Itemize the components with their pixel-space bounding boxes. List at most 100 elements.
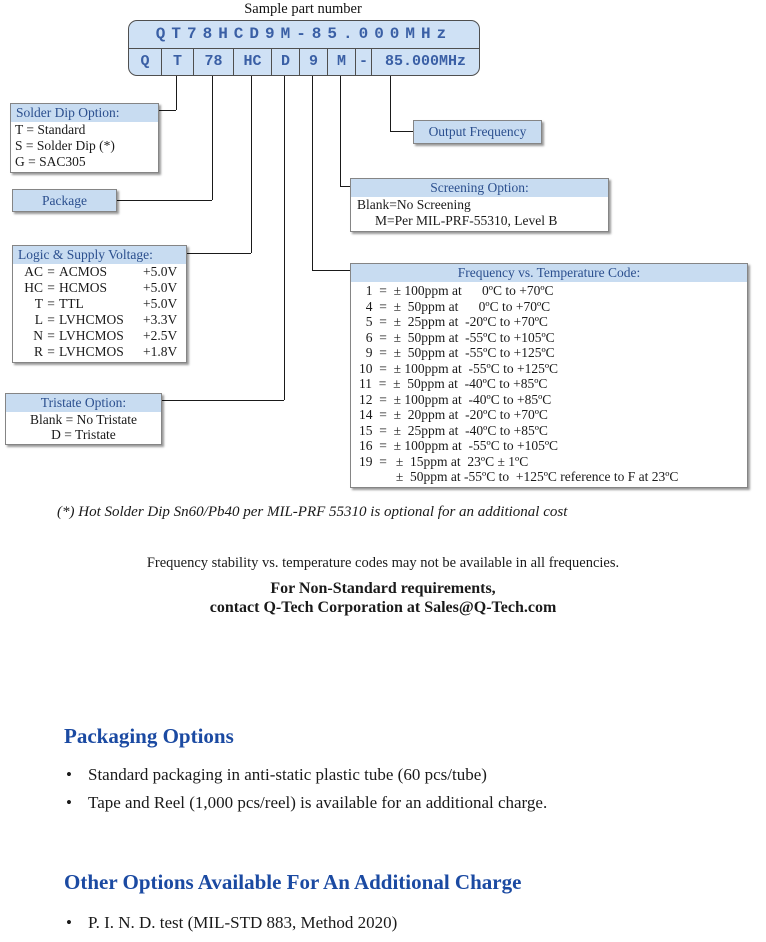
freq-temp-row: 12 = ± 100ppm at -40ºC to +85ºC [359, 391, 552, 407]
logic-code: T [34, 296, 43, 311]
freq-temp-row: 10 = ± 100ppm at -55ºC to +125ºC [359, 360, 559, 376]
segment-9: 9 [299, 49, 327, 75]
logic-supply-row: R=LVHCMOS+1.8V [13, 344, 186, 360]
tristate-line: D = Tristate [51, 427, 116, 442]
freq-row19-line1: ± 15ppm at 23ºC ± 1ºC [395, 453, 529, 469]
freq-temp-row: 16 = ± 100ppm at -55ºC to +105ºC [359, 438, 559, 453]
logic-name: LVHCMOS [59, 344, 124, 359]
segment-d: D [271, 49, 299, 75]
solder-dip-line: G = SAC305 [15, 154, 86, 169]
bullet-icon: • [66, 913, 72, 932]
logic-voltage: +5.0V [143, 264, 178, 279]
screening-line: M=Per MIL-PRF-55310, Level B [375, 213, 558, 228]
segment-frequency: 85.000MHz [371, 49, 479, 75]
freq-temp-row-19: 19 = ± 15ppm at 23ºC ± 1ºC ± 50ppm at -5… [359, 454, 743, 485]
connector-9-horizontal [312, 270, 350, 271]
freq-row19-code: 19 = [359, 453, 387, 469]
connector-m-vertical [340, 76, 341, 186]
sample-part-number-title: Sample part number [244, 1, 362, 17]
part-number-full: QT78HCD9M-85.000MHz [129, 21, 479, 49]
solder-dip-line: S = Solder Dip (*) [15, 138, 115, 153]
connector-78-horizontal [115, 200, 212, 201]
tristate-line: Blank = No Tristate [30, 412, 137, 427]
freq-temp-row: 11 = ± 50ppm at -40ºC to +85ºC [359, 376, 548, 391]
connector-d-vertical [284, 76, 285, 400]
output-frequency-box: Output Frequency [413, 120, 542, 144]
package-box: Package [12, 189, 117, 212]
logic-name: HCMOS [59, 280, 108, 295]
freq-temp-code-title: Frequency vs. Temperature Code: [351, 264, 747, 282]
logic-code: L [34, 312, 43, 327]
logic-code: N [33, 328, 43, 343]
equals-sign: = [47, 296, 55, 311]
logic-supply-row: AC=ACMOS+5.0V [13, 264, 186, 280]
packaging-bullet-2: • Tape and Reel (1,000 pcs/reel) is avai… [66, 793, 547, 813]
logic-voltage: +5.0V [143, 280, 178, 295]
connector-9-vertical [312, 76, 313, 270]
logic-code: AC [24, 264, 43, 279]
packaging-bullet-2-text: Tape and Reel (1,000 pcs/reel) is availa… [88, 793, 548, 812]
other-options-bullet-1: • P. I. N. D. test (MIL-STD 883, Method … [66, 913, 397, 933]
nonstandard-note-line1: For Non-Standard requirements, [270, 580, 496, 597]
screening-option-title: Screening Option: [351, 179, 608, 197]
connector-78-vertical [212, 76, 213, 200]
freq-temp-row: 5 = ± 25ppm at -20ºC to +70ºC [359, 314, 548, 329]
connector-t-horizontal [157, 110, 176, 111]
packaging-options-heading: Packaging Options [64, 724, 234, 748]
other-options-heading: Other Options Available For An Additiona… [64, 870, 522, 894]
logic-supply-row: L = LVHCMOS +3.3V [13, 312, 186, 328]
tristate-option-box: Tristate Option: Blank = No Tristate D =… [5, 393, 162, 445]
freq-temp-row: 4 = ± 50ppm at 0ºC to +70ºC [359, 298, 551, 314]
availability-note: Frequency stability vs. temperature code… [146, 555, 620, 571]
freq-temp-row: 6 = ± 50ppm at -55ºC to +105ºC [359, 329, 555, 345]
bullet-icon: • [66, 765, 72, 784]
connector-t-vertical [176, 76, 177, 110]
logic-supply-row: N = LVHCMOS +2.5V [13, 328, 186, 344]
connector-m-horizontal [340, 186, 350, 187]
logic-supply-row: HC = HCMOS +5.0V [13, 280, 186, 296]
bullet-icon: • [66, 793, 72, 812]
packaging-bullet-1: • Standard packaging in anti-static plas… [66, 765, 487, 785]
freq-row19-line2: ± 50ppm at -55ºC to +125ºC reference to … [395, 469, 679, 484]
tristate-option-title: Tristate Option: [6, 394, 161, 412]
logic-supply-voltage-title: Logic & Supply Voltage: [13, 246, 186, 264]
screening-option-box: Screening Option: Blank=No Screening M=P… [350, 178, 609, 232]
equals-sign: = [47, 328, 55, 343]
logic-name: LVHCMOS [59, 328, 124, 343]
packaging-bullet-1-text: Standard packaging in anti-static plasti… [88, 765, 487, 784]
logic-supply-row: T = TTL +5.0V [13, 296, 186, 312]
freq-temp-row: 9 = ± 50ppm at -55ºC to +125ºC [359, 345, 555, 360]
logic-voltage: +2.5V [143, 328, 178, 343]
other-options-bullet-1-text: P. I. N. D. test (MIL-STD 883, Method 20… [88, 913, 398, 932]
logic-code: R [33, 344, 43, 359]
nonstandard-note-line2: contact Q-Tech Corporation at Sales@Q-Te… [209, 599, 557, 616]
segment-t: T [161, 49, 193, 75]
freq-temp-row: 14 = ± 20ppm at -20ºC to +70ºC [359, 407, 548, 422]
logic-name: TTL [59, 296, 84, 311]
logic-voltage: +3.3V [143, 312, 178, 327]
connector-hc-vertical [251, 76, 252, 253]
freq-temp-row: 1 = ± 100ppm at 0ºC to +70ºC [359, 283, 554, 298]
part-number-box: QT78HCD9M-85.000MHz Q T 78 HC D 9 M - 85… [128, 20, 480, 76]
logic-voltage: +1.8V [143, 344, 178, 359]
solder-dip-option-title: Solder Dip Option: [11, 104, 158, 122]
connector-hc-horizontal [185, 253, 251, 254]
part-number-segments: Q T 78 HC D 9 M - 85.000MHz [129, 49, 479, 75]
solder-dip-option-box: Solder Dip Option: T = Standard S = Sold… [10, 103, 159, 173]
logic-name: LVHCMOS [59, 312, 124, 327]
solder-dip-footnote: (*) Hot Solder Dip Sn60/Pb40 per MIL-PRF… [57, 504, 568, 520]
segment-78: 78 [193, 49, 233, 75]
equals-sign: = [47, 280, 55, 295]
segment-q: Q [140, 53, 150, 70]
screening-line: Blank=No Screening [357, 197, 471, 212]
freq-temp-row: 15 = ± 25ppm at -40ºC to +85ºC [359, 422, 548, 438]
solder-dip-line: T = Standard [15, 122, 86, 137]
equals-sign: = [47, 312, 55, 327]
connector-d-horizontal [160, 400, 284, 401]
segment-dash: - [355, 49, 371, 75]
segment-m: M [327, 49, 355, 75]
logic-code: HC [24, 280, 43, 295]
freq-temp-code-box: Frequency vs. Temperature Code: 1 = ± 10… [350, 263, 748, 488]
logic-voltage: +5.0V [143, 296, 178, 311]
